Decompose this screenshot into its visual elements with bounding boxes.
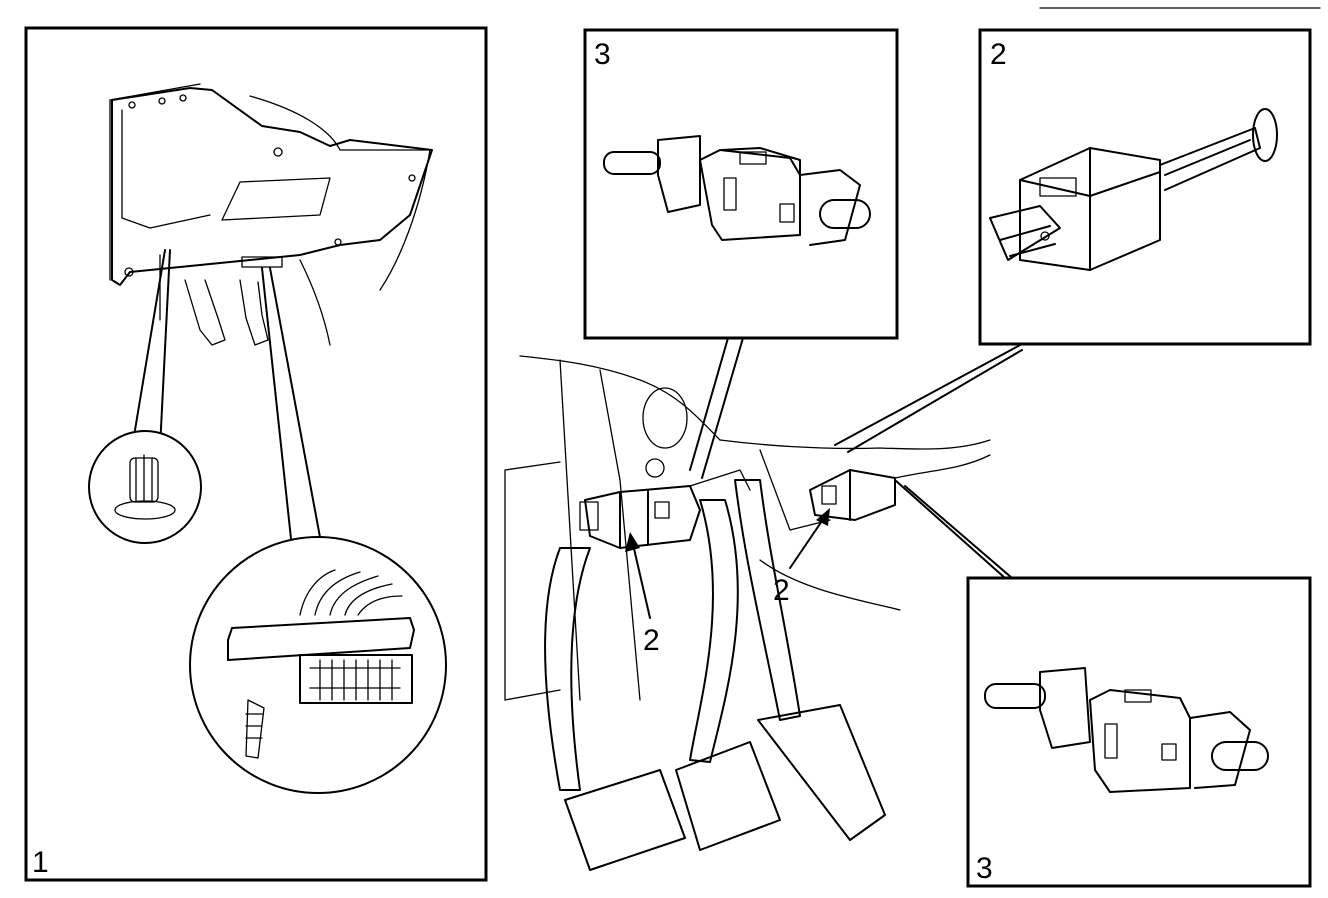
callout-right-label: 2	[773, 574, 790, 607]
callout-right-arrow	[789, 514, 827, 569]
callout-left-label: 2	[643, 624, 660, 657]
callout-left: 2	[625, 532, 660, 657]
panel-3-bottom-label: 3	[976, 852, 993, 885]
panel-1-frame	[24, 26, 488, 882]
panel-3-top-label: 3	[594, 38, 611, 71]
connector-leader-lines	[261, 267, 323, 549]
callout-right: 2	[773, 508, 830, 607]
panel-1: 1	[24, 26, 488, 882]
inset-diagnostic-connector	[189, 536, 447, 794]
panel-2-top: 2	[978, 28, 1312, 346]
panel-2-top-label: 2	[990, 38, 1007, 71]
panel-2-top-frame	[978, 28, 1312, 346]
panel-1-label: 1	[32, 846, 49, 879]
clutch-switch-illustration	[603, 135, 871, 246]
clutch-switch-illustration-bottom	[984, 667, 1269, 793]
panel-leader-lines	[689, 337, 1023, 579]
panel-3-bottom-frame	[966, 576, 1312, 888]
callout-right-arrowhead	[816, 508, 830, 526]
inset-push-clip	[88, 430, 202, 544]
brake-switch-illustration	[989, 108, 1278, 271]
callout-left-arrowhead	[625, 532, 640, 552]
pedal-assembly-illustration	[504, 355, 991, 871]
clip-leader-lines	[131, 249, 171, 449]
panel-3-bottom: 3	[966, 576, 1312, 888]
callout-left-arrow	[631, 539, 651, 619]
panel-3-top-frame	[583, 28, 899, 340]
dashboard-underside-illustration	[109, 83, 433, 346]
panel-3-top: 3	[583, 28, 899, 340]
